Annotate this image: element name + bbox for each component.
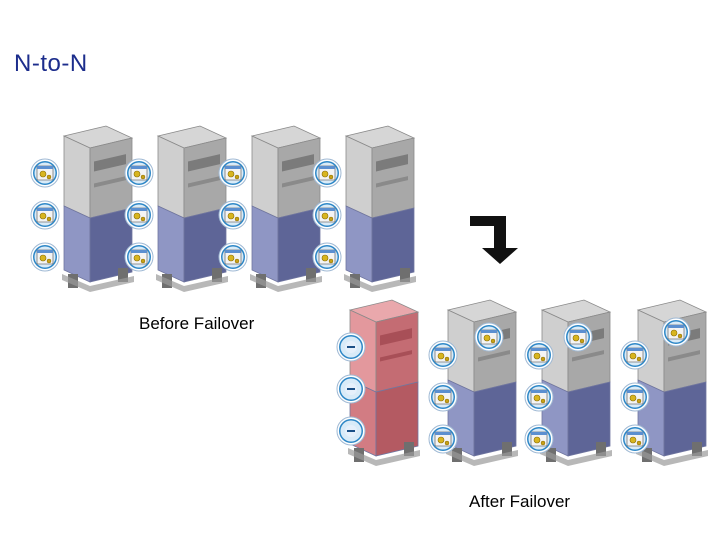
gear-window-icon (428, 382, 458, 417)
gear-window-icon (620, 424, 650, 459)
failed-server (330, 298, 430, 468)
empty-slot-icon (336, 374, 366, 409)
after-failover-caption: After Failover (469, 492, 571, 511)
gear-window-icon (218, 200, 248, 235)
gear-window-icon (524, 382, 554, 417)
empty-slot-icon (336, 332, 366, 367)
gear-window-icon (30, 158, 60, 193)
gear-window-icon (124, 200, 154, 235)
gear-window-icon (524, 424, 554, 459)
server-icon (62, 125, 134, 292)
gear-window-icon (312, 200, 342, 235)
gear-window-icon (124, 158, 154, 193)
gear-window-icon (312, 242, 342, 277)
empty-slot-icon (336, 416, 366, 451)
gear-window-icon (563, 322, 593, 357)
server (44, 124, 144, 294)
server-icon (344, 125, 416, 292)
gear-window-icon (312, 158, 342, 193)
gear-window-icon (30, 200, 60, 235)
gear-window-icon (428, 424, 458, 459)
gear-window-icon (661, 317, 691, 352)
server (326, 124, 426, 294)
server (232, 124, 332, 294)
gear-window-icon (620, 382, 650, 417)
before-failover-caption: Before Failover (139, 314, 255, 333)
server-icon (250, 125, 322, 292)
failed-server-icon (348, 299, 420, 466)
gear-window-icon (218, 242, 248, 277)
gear-window-icon (30, 242, 60, 277)
gear-window-icon (474, 322, 504, 357)
gear-window-icon (428, 340, 458, 375)
gear-window-icon (124, 242, 154, 277)
gear-window-icon (524, 340, 554, 375)
slide-title: N-to-N (14, 50, 88, 77)
arrow-down-icon (466, 212, 526, 268)
server-icon (156, 125, 228, 292)
server (138, 124, 238, 294)
gear-window-icon (218, 158, 248, 193)
gear-window-icon (620, 340, 650, 375)
